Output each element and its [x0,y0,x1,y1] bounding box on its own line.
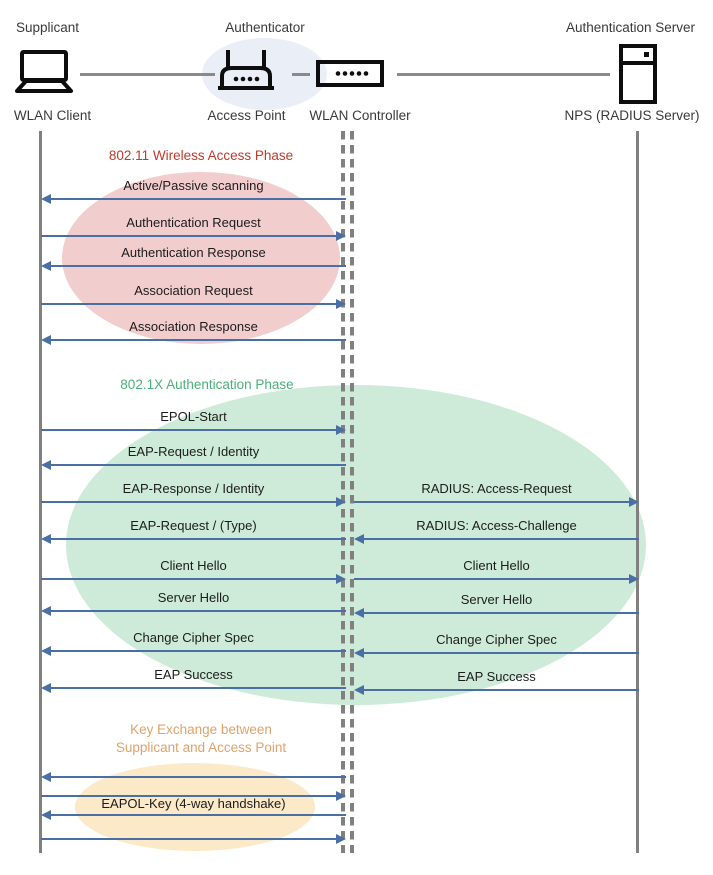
arrowhead-left-icon [354,684,364,695]
phase-highlight-wireless-access [62,172,340,344]
arrowhead-left-icon [41,193,51,204]
lifeline-authentication-server [636,131,639,853]
arrowhead-right-icon [629,573,639,584]
message-line [41,429,338,431]
arrowhead-left-icon [41,771,51,782]
message-label: Server Hello [157,590,230,605]
role-label-authenticator: Authenticator [225,20,305,35]
message-label: RADIUS: Access-Request [421,481,572,496]
lifeline-authenticator-a [341,131,345,853]
message-line [362,538,639,540]
arrowhead-left-icon [41,459,51,470]
message-label: EAPOL-Key (4-way handshake) [101,796,286,811]
lifeline-supplicant [39,131,42,853]
message-line [49,814,346,816]
node-label-wlan-client: WLAN Client [13,108,92,123]
link-controller-to-server [397,73,610,76]
role-label-authentication-server: Authentication Server [565,20,696,35]
server-icon [618,44,658,109]
message-label: EAP-Response / Identity [122,481,265,496]
message-line [49,464,346,466]
phase-highlight-key-exchange [75,763,315,851]
message-line [49,265,346,267]
arrowhead-right-icon [336,298,346,309]
message-line [49,776,346,778]
message-line [41,795,338,797]
message-label: EAP-Request / (Type) [130,518,257,533]
arrowhead-right-icon [336,424,346,435]
arrowhead-right-icon [629,496,639,507]
message-line [362,652,639,654]
arrowhead-left-icon [354,607,364,618]
phase-title-dot1x-authentication: 802.1X Authentication Phase [120,377,294,392]
message-label: Association Request [134,283,253,298]
message-line [49,198,346,200]
arrowhead-left-icon [41,260,51,271]
message-label: EPOL-Start [160,409,227,424]
message-line [41,303,338,305]
phase-title-wireless-access: 802.11 Wireless Access Phase [108,148,294,163]
phase-title-key-exchange: Key Exchange between Supplicant and Acce… [115,722,287,756]
message-label: Client Hello [463,558,530,573]
message-line [41,838,338,840]
access-point-icon [216,48,276,99]
lifeline-authenticator-b [350,131,354,853]
link-ap-to-controller [292,73,310,76]
message-label: Association Response [129,319,258,334]
message-label: Server Hello [460,592,533,607]
message-line [49,339,346,341]
message-line [49,687,346,689]
message-label: EAP Success [457,669,536,684]
message-line [41,578,338,580]
arrowhead-right-icon [336,790,346,801]
arrowhead-right-icon [336,833,346,844]
arrowhead-left-icon [41,682,51,693]
arrowhead-left-icon [41,809,51,820]
arrowhead-right-icon [336,230,346,241]
message-label: Active/Passive scanning [123,178,264,193]
message-line [354,578,631,580]
message-label: Change Cipher Spec [436,632,557,647]
message-line [41,235,338,237]
role-label-supplicant: Supplicant [15,20,80,35]
message-line [41,501,338,503]
message-label: Change Cipher Spec [133,630,254,645]
laptop-icon [13,50,75,99]
message-line [362,612,639,614]
arrowhead-right-icon [336,496,346,507]
link-client-to-ap [80,73,215,76]
message-line [49,538,346,540]
message-label: RADIUS: Access-Challenge [416,518,577,533]
arrowhead-left-icon [41,533,51,544]
arrowhead-left-icon [41,334,51,345]
node-label-nps-radius-server: NPS (RADIUS Server) [564,108,700,123]
message-label: Authentication Request [126,215,261,230]
arrowhead-right-icon [336,573,346,584]
message-label: EAP Success [154,667,233,682]
node-label-wlan-controller: WLAN Controller [309,108,411,123]
message-line [49,650,346,652]
message-line [49,610,346,612]
message-line [362,689,639,691]
wlan-controller-icon [316,60,384,92]
arrowhead-left-icon [41,645,51,656]
message-label: Authentication Response [121,245,266,260]
message-line [354,501,631,503]
arrowhead-left-icon [354,533,364,544]
arrowhead-left-icon [354,647,364,658]
message-label: Client Hello [160,558,227,573]
message-label: EAP-Request / Identity [127,444,260,459]
node-label-access-point: Access Point [207,108,286,123]
arrowhead-left-icon [41,605,51,616]
